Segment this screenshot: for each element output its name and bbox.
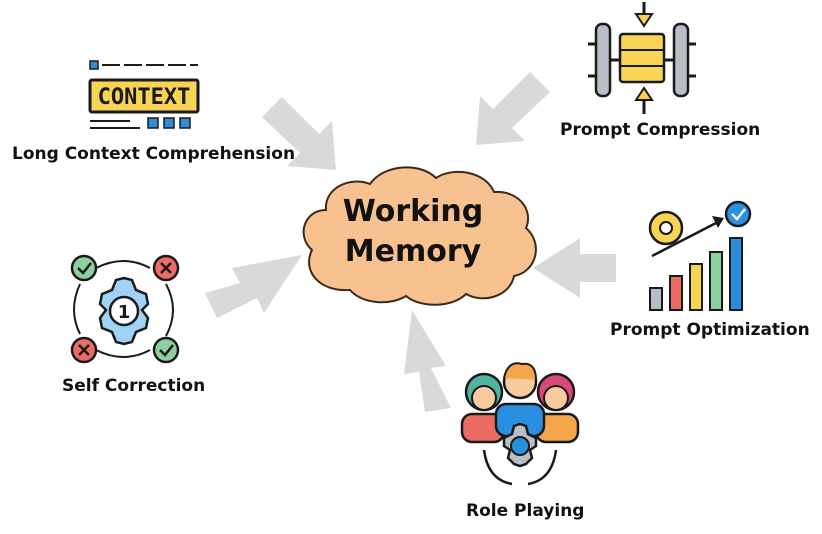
center-line-1: Working (342, 194, 484, 229)
arrow-from-self-correction (205, 255, 302, 318)
working-memory-title: Working Memory (318, 192, 508, 272)
arrow-shape (205, 255, 302, 318)
arrow-shape (476, 72, 550, 145)
arrow-from-role-playing (404, 310, 451, 412)
center-line-2: Memory (344, 234, 482, 269)
arrow-shape (404, 310, 451, 412)
working-memory-cloud (302, 166, 537, 306)
label-long-context: Long Context Comprehension (12, 144, 296, 164)
optimization-chart-icon (648, 200, 752, 311)
role-playing-icon (460, 362, 580, 486)
arrow-from-prompt-optimization (533, 238, 616, 298)
arrow-from-prompt-compression (476, 72, 550, 145)
step-number: 1 (118, 302, 131, 323)
arrow-from-long-context (262, 97, 336, 170)
context-icon (88, 60, 200, 129)
compression-icon (588, 2, 696, 114)
arrow-shape (533, 238, 616, 298)
self-correction-icon (70, 254, 180, 364)
label-prompt-compression: Prompt Compression (560, 120, 761, 140)
arrow-shape (262, 97, 336, 170)
label-prompt-optimization: Prompt Optimization (610, 320, 810, 340)
label-self-correction: Self Correction (62, 376, 206, 396)
context-badge-text: CONTEXT (98, 85, 191, 110)
cloud-shape (302, 166, 537, 306)
label-role-playing: Role Playing (466, 501, 585, 521)
